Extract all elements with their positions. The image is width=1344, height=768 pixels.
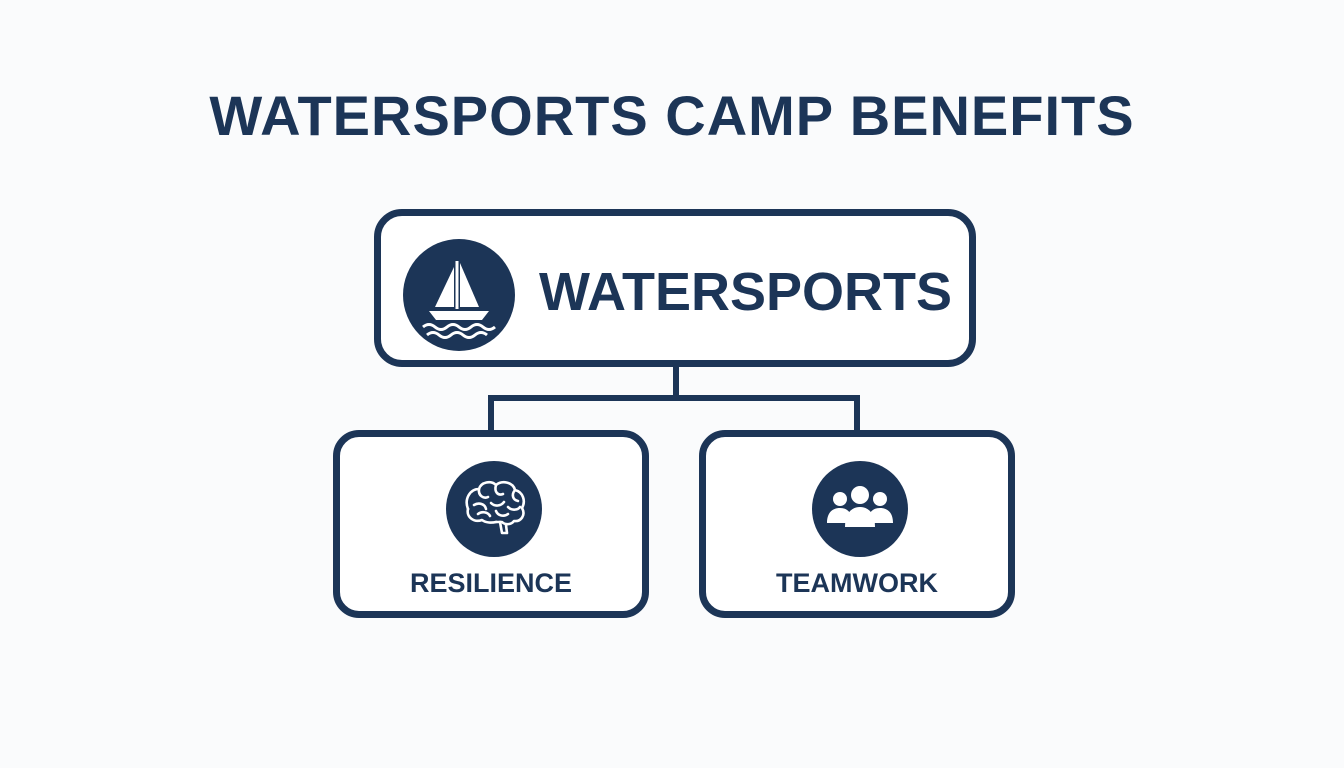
- child-node-label: RESILIENCE: [409, 568, 573, 598]
- group-icon: [812, 461, 908, 557]
- sailboat-icon: [403, 239, 515, 351]
- root-node: WATERSPORTS: [374, 209, 976, 367]
- diagram-title: WATERSPORTS CAMP BENEFITS: [209, 84, 1135, 147]
- root-node-label: WATERSPORTS: [539, 262, 953, 322]
- child-node-label: TEAMWORK: [776, 568, 938, 598]
- child-node-teamwork: TEAMWORK: [699, 430, 1015, 618]
- brain-icon: [446, 461, 542, 557]
- child-node-resilience: RESILIENCE: [333, 430, 649, 618]
